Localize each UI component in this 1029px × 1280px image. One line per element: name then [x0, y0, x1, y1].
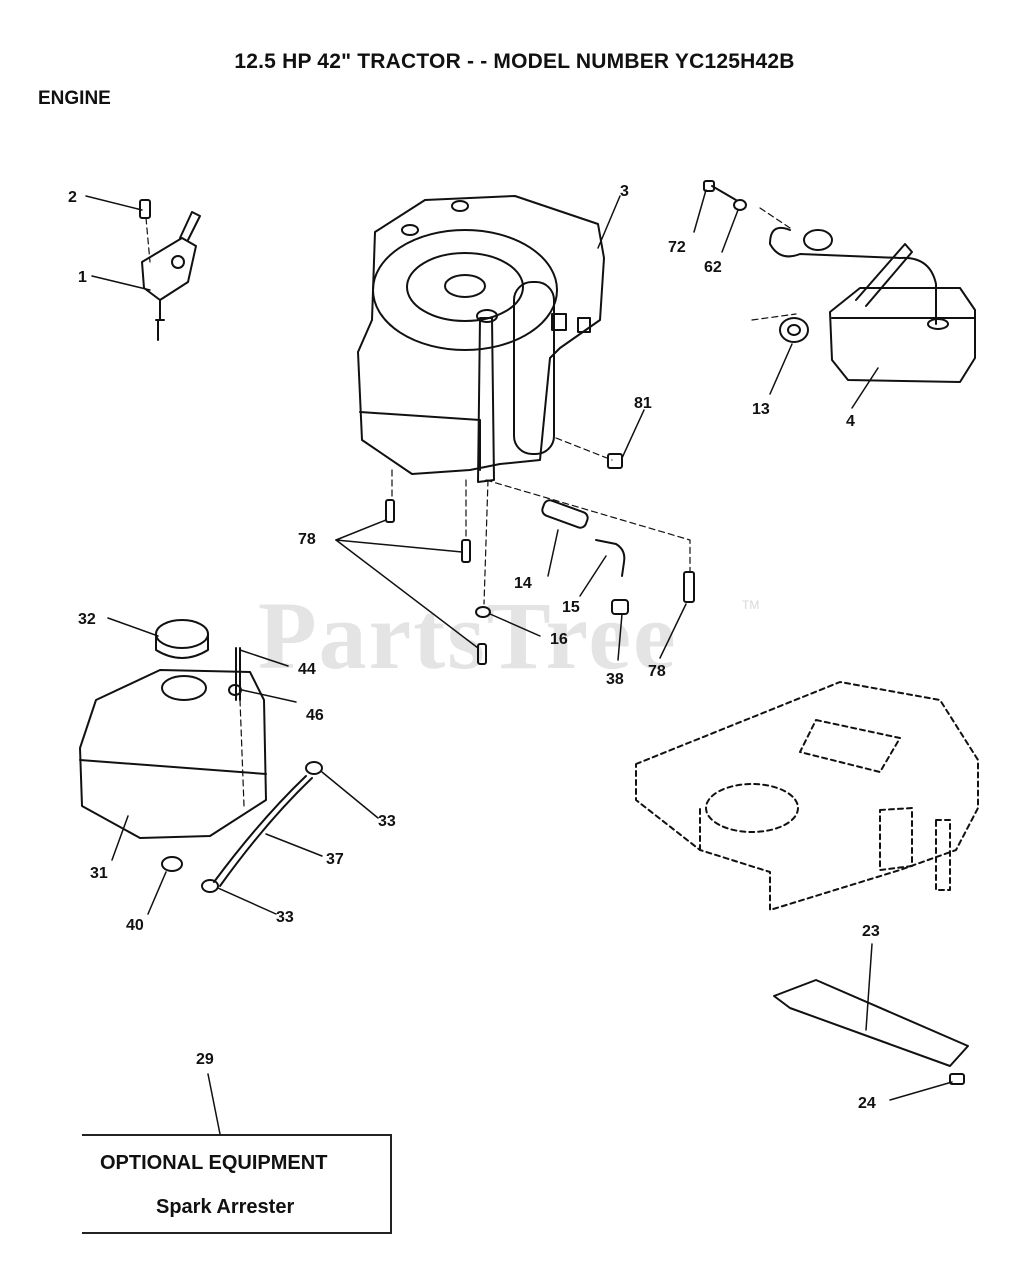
- callout-32: 32: [78, 611, 96, 628]
- assembly-guides: [145, 207, 797, 807]
- callout-40: 40: [126, 917, 144, 934]
- callout-33-bottom: 33: [276, 909, 294, 926]
- callout-38: 38: [606, 671, 624, 688]
- exhaust-bolt-part: [703, 180, 747, 211]
- frame-part: [635, 681, 979, 911]
- callout-1: 1: [78, 269, 87, 286]
- section-heading: ENGINE: [38, 88, 111, 109]
- leader-lines: [85, 189, 953, 1135]
- watermark: PartsTree: [258, 582, 678, 689]
- engine-part: [357, 195, 605, 483]
- callout-31: 31: [90, 865, 108, 882]
- callout-62: 62: [704, 259, 722, 276]
- muffler-part: [769, 226, 976, 383]
- fuel-line-part: [161, 761, 323, 893]
- callout-15: 15: [562, 599, 580, 616]
- callout-37: 37: [326, 851, 344, 868]
- callout-24: 24: [858, 1095, 876, 1112]
- watermark-trademark: TM: [742, 598, 760, 612]
- callout-labels: 2 1 3 72 62 13 4 81 78 14 15 16 38 78 32…: [68, 183, 880, 1112]
- callout-3: 3: [620, 183, 629, 200]
- callout-78-left: 78: [298, 531, 316, 548]
- optional-equipment-title: OPTIONAL EQUIPMENT: [100, 1152, 328, 1174]
- callout-46: 46: [306, 707, 324, 724]
- callout-16: 16: [550, 631, 568, 648]
- callout-29: 29: [196, 1051, 214, 1068]
- throttle-bracket-part: [139, 199, 201, 341]
- callout-78-right: 78: [648, 663, 666, 680]
- heat-shield-part: [773, 979, 969, 1085]
- callout-81: 81: [634, 395, 652, 412]
- callout-44: 44: [298, 661, 316, 678]
- fuel-tank-part: [79, 619, 267, 839]
- callout-2: 2: [68, 189, 77, 206]
- optional-equipment-item: Spark Arrester: [156, 1196, 295, 1218]
- callout-23: 23: [862, 923, 880, 940]
- callout-33-top: 33: [378, 813, 396, 830]
- optional-equipment-box: [82, 1134, 392, 1234]
- callout-13: 13: [752, 401, 770, 418]
- callout-72: 72: [668, 239, 686, 256]
- callout-4: 4: [846, 413, 855, 430]
- callout-14: 14: [514, 575, 532, 592]
- engine-fasteners: [385, 453, 695, 665]
- page-title: 12.5 HP 42" TRACTOR - - MODEL NUMBER YC1…: [234, 50, 795, 73]
